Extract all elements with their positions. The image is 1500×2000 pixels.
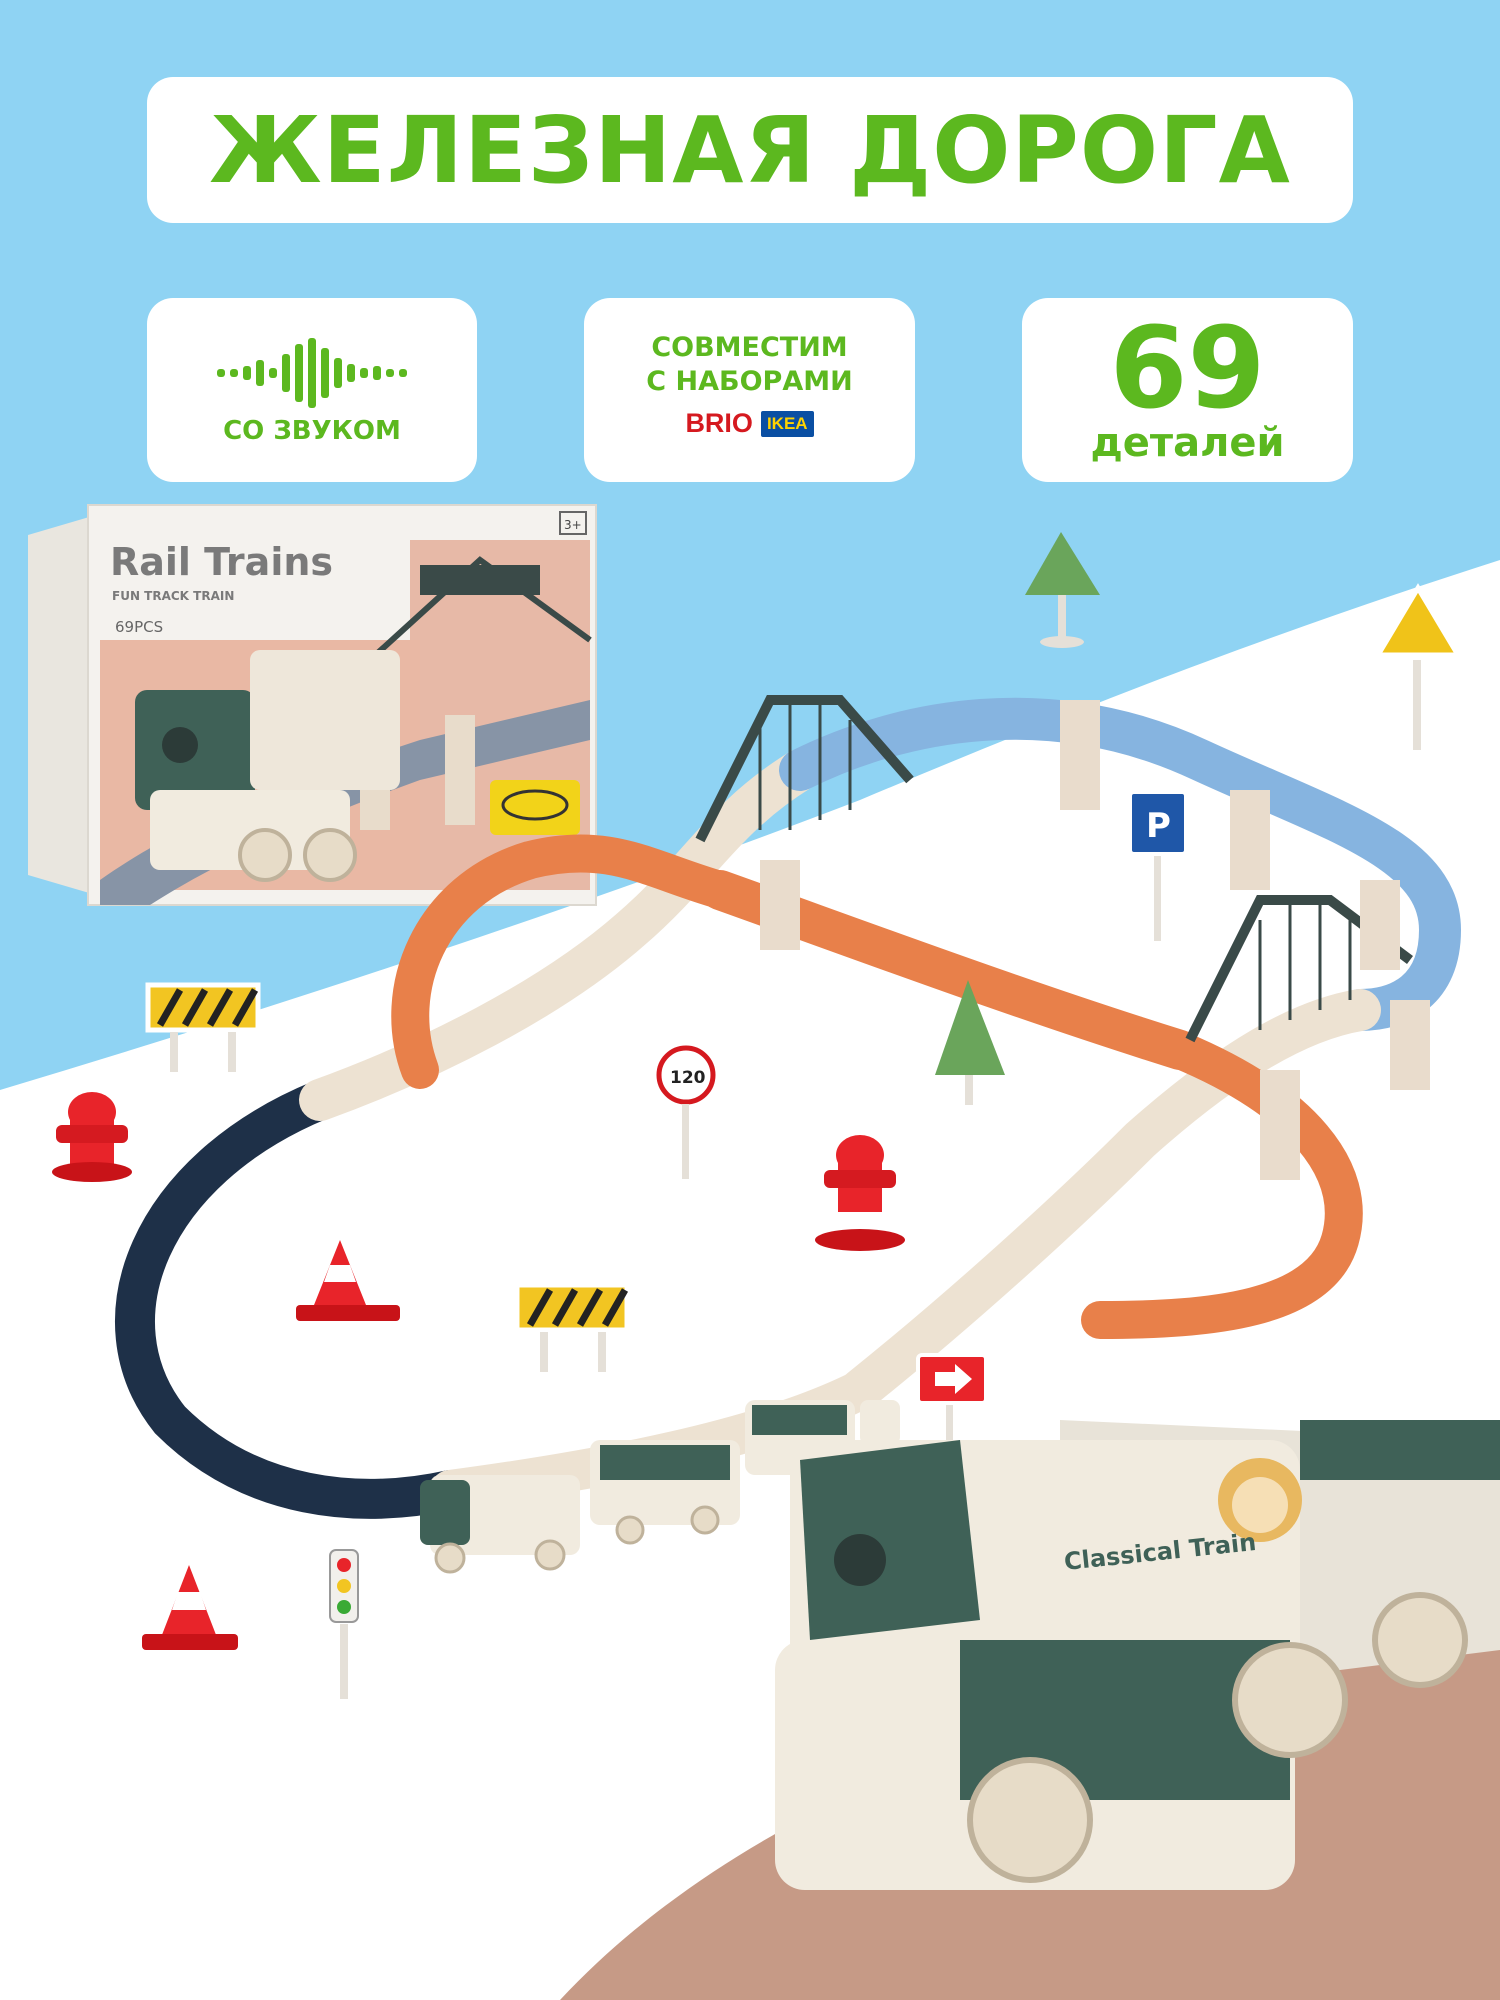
- brio-logo: BRIO: [685, 408, 753, 438]
- piece-count-label: деталей: [1090, 420, 1285, 466]
- title-banner: ЖЕЛЕЗНАЯ ДОРОГА: [147, 77, 1353, 223]
- parking-sign-icon: P: [1128, 790, 1188, 941]
- box-subtitle: FUN TRACK TRAIN: [112, 589, 234, 603]
- toy-train-small: [420, 1400, 855, 1574]
- box-pieces: 69PCS: [115, 618, 163, 636]
- tree-middle-icon: [935, 980, 1005, 1105]
- toy-train-closeup: Classical Train: [560, 1400, 1500, 2000]
- track-pillars: [1060, 700, 1400, 970]
- piece-count-number: 69: [1109, 304, 1266, 434]
- cone-bottom-icon: [142, 1565, 238, 1650]
- box-brand: Rail Trains: [110, 540, 333, 584]
- speed-limit-value: 120: [670, 1068, 706, 1088]
- package-box: Rail Trains FUN TRACK TRAIN 69PCS 3+: [28, 504, 597, 906]
- compat-line-1: СОВМЕСТИМ: [651, 332, 848, 363]
- speed-limit-sign-icon: 120: [656, 1045, 716, 1179]
- cone-middle-icon: [296, 1240, 400, 1321]
- sound-wave-icon: [217, 338, 407, 408]
- feature-count-card: 69 деталей: [1022, 298, 1353, 482]
- feature-sound-card: СО ЗВУКОМ: [147, 298, 477, 482]
- tree-top-icon: [1025, 532, 1100, 648]
- page-title: ЖЕЛЕЗНАЯ ДОРОГА: [209, 96, 1291, 204]
- compat-line-2: С НАБОРАМИ: [646, 366, 853, 397]
- bridge-left: [695, 695, 914, 950]
- feature-compat-card: СОВМЕСТИМ С НАБОРАМИ BRIO IKEA: [584, 298, 915, 482]
- traffic-light-icon: [329, 1549, 359, 1699]
- barrier-left-icon: [145, 982, 261, 1072]
- brand-logos: BRIO IKEA: [584, 408, 915, 439]
- hydrant-right-icon: [815, 1135, 905, 1251]
- parking-letter: P: [1146, 806, 1171, 846]
- sound-label: СО ЗВУКОМ: [223, 416, 401, 446]
- hydrant-left-icon: [52, 1092, 132, 1182]
- track-layout: [115, 697, 1462, 1519]
- pedestrian-sign-icon: [1373, 583, 1463, 750]
- ikea-logo: IKEA: [760, 410, 814, 437]
- box-age: 3+: [564, 518, 582, 532]
- barrier-middle-icon: [514, 1282, 630, 1372]
